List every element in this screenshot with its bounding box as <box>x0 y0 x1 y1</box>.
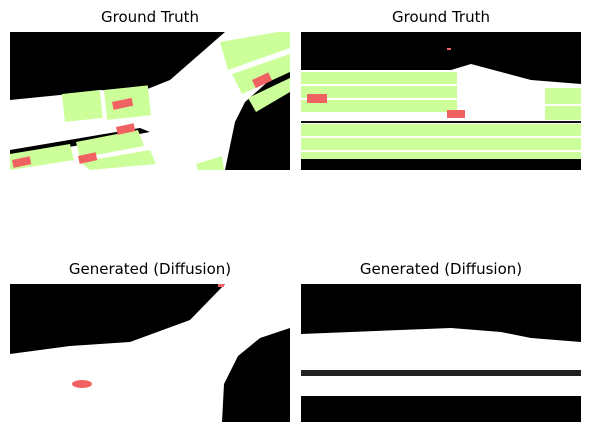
panel-title-gen-right: Generated (Diffusion) <box>359 260 523 278</box>
ground-truth-map-right <box>301 32 581 170</box>
panel-title-gen-left: Generated (Diffusion) <box>68 260 232 278</box>
panel-title-gt-left: Ground Truth <box>101 8 199 26</box>
ground-truth-map-left <box>10 32 290 170</box>
panel-title-gt-right: Ground Truth <box>392 8 490 26</box>
generated-map-right <box>301 284 581 422</box>
generated-map-left <box>10 284 290 422</box>
